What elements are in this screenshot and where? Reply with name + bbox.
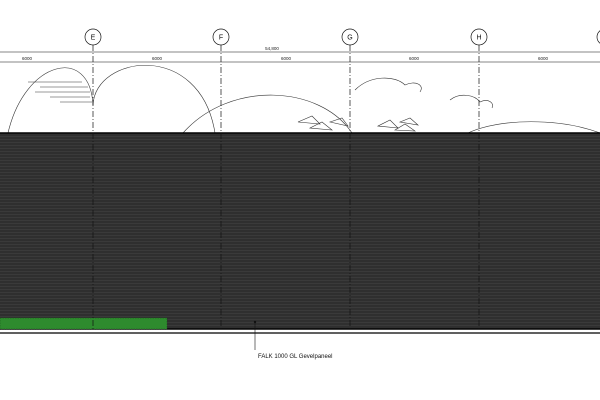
bay-dimension-label: 6000 — [22, 56, 33, 61]
material-callout: FALK 1000 GL Gevelpaneel — [253, 320, 333, 360]
grid-label-g: G — [347, 35, 352, 42]
overall-dimension-label: 54,800 — [265, 46, 279, 51]
grid-bubble-h: H — [470, 28, 488, 46]
bay-dimensions: 6000 6000 6000 6000 6000 — [0, 56, 600, 63]
background-trees-sketch — [7, 65, 600, 134]
grid-label-e: E — [91, 35, 96, 42]
panel-ribs — [0, 134, 600, 328]
grid-bubbles: E F G H — [84, 28, 600, 46]
grid-axes — [92, 45, 480, 329]
hedge — [0, 317, 168, 330]
bay-dimension-label: 6000 — [152, 56, 163, 61]
bay-dimension-label: 6000 — [409, 56, 420, 61]
grid-label-f: F — [219, 35, 223, 42]
bay-dimension-label: 6000 — [538, 56, 549, 61]
grid-label-h: H — [476, 35, 481, 42]
facade-panel — [0, 132, 600, 330]
grid-bubble-e: E — [84, 28, 102, 46]
grid-bubble-g: G — [341, 28, 359, 46]
callout-label: FALK 1000 GL Gevelpaneel — [258, 354, 333, 360]
grid-bubble-f: F — [212, 28, 230, 46]
bay-dimension-label: 6000 — [281, 56, 292, 61]
overall-dimension: 54,800 — [0, 46, 600, 53]
grid-bubble-partial — [596, 30, 600, 44]
